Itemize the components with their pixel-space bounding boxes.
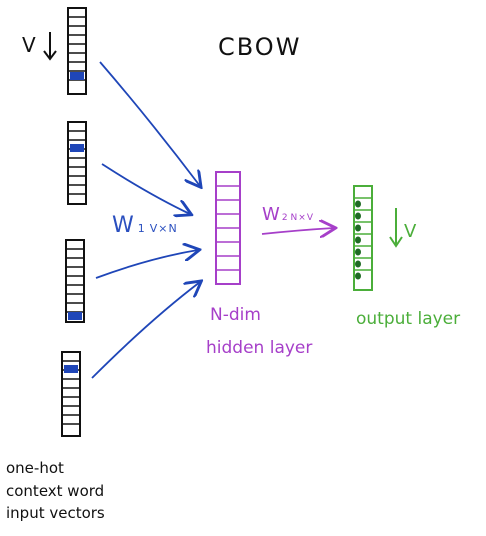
arrow-input-1 [99, 61, 200, 186]
input-vector-4 [61, 351, 81, 437]
input-vector-2 [67, 121, 87, 205]
w1-subscript-dims: V×N [149, 222, 178, 235]
arrow-input-4 [91, 282, 200, 379]
arrow-input-2 [101, 163, 190, 214]
input-dim-label: V [22, 33, 36, 57]
output-layer-label: output layer [356, 309, 461, 329]
arrow-input-3 [95, 250, 198, 279]
output-layer [353, 185, 373, 291]
one-hot-cell [70, 144, 84, 152]
input-vector-1 [67, 7, 87, 95]
one-hot-cell [70, 72, 84, 80]
input-label-line3: input vectors [6, 504, 105, 522]
diagram-title: CBOW [218, 33, 302, 61]
w1-subscript-index: 1 [137, 222, 146, 235]
input-label-line1: one-hot [6, 459, 64, 477]
input-vector-3 [65, 239, 85, 323]
input-to-hidden-arrows [91, 61, 200, 379]
output-activations [355, 200, 361, 280]
hidden-layer-label-line1: N-dim [210, 305, 261, 325]
hidden-to-output-arrow [261, 228, 334, 234]
output-dim-label: V [404, 221, 417, 242]
hidden-layer-label: N-dim hidden layer [206, 306, 312, 357]
w1-symbol: W [112, 213, 134, 238]
one-hot-cell [64, 365, 78, 373]
w2-symbol: W [262, 204, 280, 225]
input-dim-arrow [43, 32, 57, 61]
w2-subscript-index: 2 [281, 213, 289, 223]
hidden-layer-label-line2: hidden layer [206, 337, 313, 358]
output-dim-arrow [389, 208, 403, 248]
input-label-line2: context word [6, 481, 105, 500]
input-vectors-label: one-hot context word input vectors [6, 460, 105, 528]
one-hot-cell [68, 312, 82, 320]
hidden-layer [215, 171, 241, 285]
w2-subscript-dims: N×V [290, 213, 314, 223]
